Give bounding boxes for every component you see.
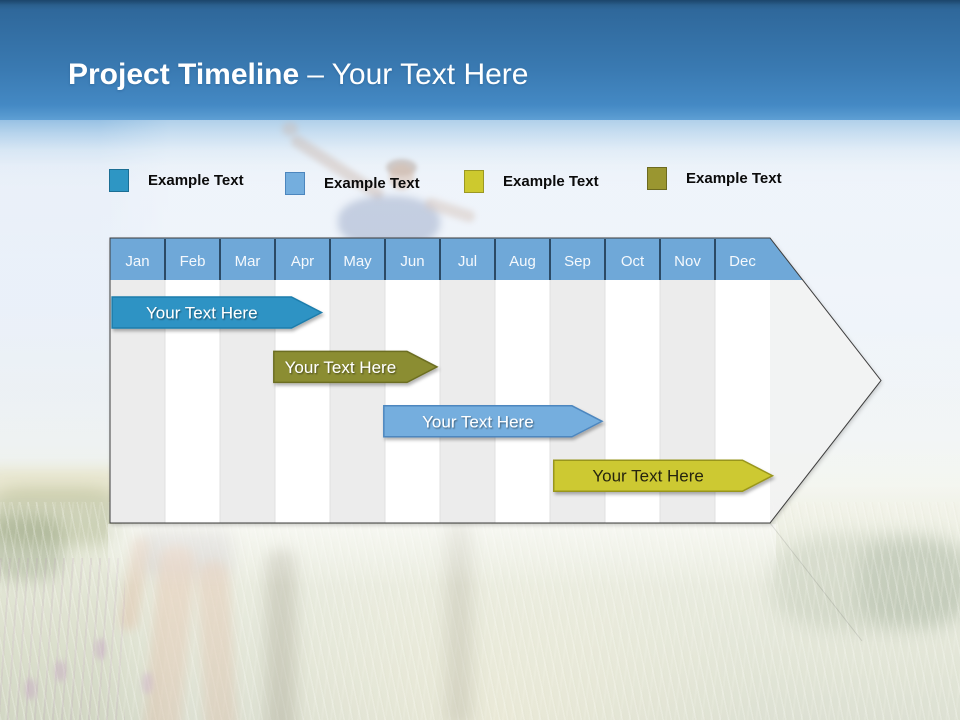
month-label[interactable]: Jun [400, 253, 424, 270]
arrow-reflection-line [769, 522, 863, 642]
photo-flower [55, 660, 66, 682]
month-column [220, 238, 275, 523]
month-column [495, 238, 550, 523]
photo-child-head [389, 164, 414, 190]
legend-swatch-yellow[interactable] [464, 170, 484, 193]
gantt-bar[interactable] [273, 350, 439, 384]
gantt-bar-label: Your Text Here [285, 358, 397, 377]
legend-label[interactable]: Example Text [686, 170, 782, 187]
gantt-bar-label: Your Text Here [422, 412, 534, 431]
photo-field-band [0, 468, 120, 502]
legend-item-3: Example Text [464, 170, 599, 193]
title-secondary: – Your Text Here [307, 58, 529, 91]
legend-item-1: Example Text [109, 169, 244, 192]
month-label[interactable]: Sep [564, 253, 591, 270]
month-label[interactable]: Apr [291, 253, 314, 270]
gantt-bar[interactable] [383, 405, 604, 438]
month-column [440, 238, 495, 523]
month-label[interactable]: Feb [180, 253, 206, 270]
photo-flower [142, 672, 153, 694]
photo-child-hand [282, 122, 298, 136]
gantt-bar-label: Your Text Here [146, 304, 258, 323]
month-label[interactable]: Dec [729, 253, 756, 270]
title-primary: Project Timeline [68, 58, 300, 91]
gantt-bar[interactable] [553, 459, 775, 492]
table-reflection [108, 524, 776, 586]
legend-item-2: Example Text [285, 172, 420, 195]
month-label[interactable]: Jul [458, 253, 477, 270]
month-label[interactable]: Aug [509, 253, 536, 270]
month-label[interactable]: May [343, 253, 372, 270]
photo-trees [772, 535, 960, 630]
legend-swatch-teal[interactable] [109, 169, 129, 192]
month-column [110, 238, 165, 523]
gantt-bar[interactable] [111, 296, 324, 329]
photo-hedge [0, 488, 123, 546]
slide-title[interactable]: Project Timeline– Your Text Here [68, 58, 528, 92]
month-label[interactable]: Mar [235, 253, 261, 270]
legend-item-4: Example Text [647, 167, 782, 190]
slide-top-edge [0, 0, 960, 5]
legend-label[interactable]: Example Text [503, 173, 599, 190]
month-column [165, 238, 220, 523]
gantt-bar-label: Your Text Here [592, 467, 704, 486]
legend-swatch-lightblue[interactable] [285, 172, 305, 195]
legend-label[interactable]: Example Text [324, 175, 420, 192]
legend-swatch-olive[interactable] [647, 167, 667, 190]
month-label[interactable]: Oct [621, 253, 645, 270]
month-label[interactable]: Jan [125, 253, 149, 270]
legend-label[interactable]: Example Text [148, 172, 244, 189]
photo-flower [25, 678, 36, 700]
photo-hedge [0, 516, 63, 580]
photo-flower-stalks [0, 558, 125, 720]
month-label[interactable]: Nov [674, 253, 701, 270]
photo-trees [858, 540, 960, 625]
timeline-arrow-outline [109, 237, 882, 524]
photo-flower [95, 638, 106, 660]
month-header-band [110, 238, 803, 280]
